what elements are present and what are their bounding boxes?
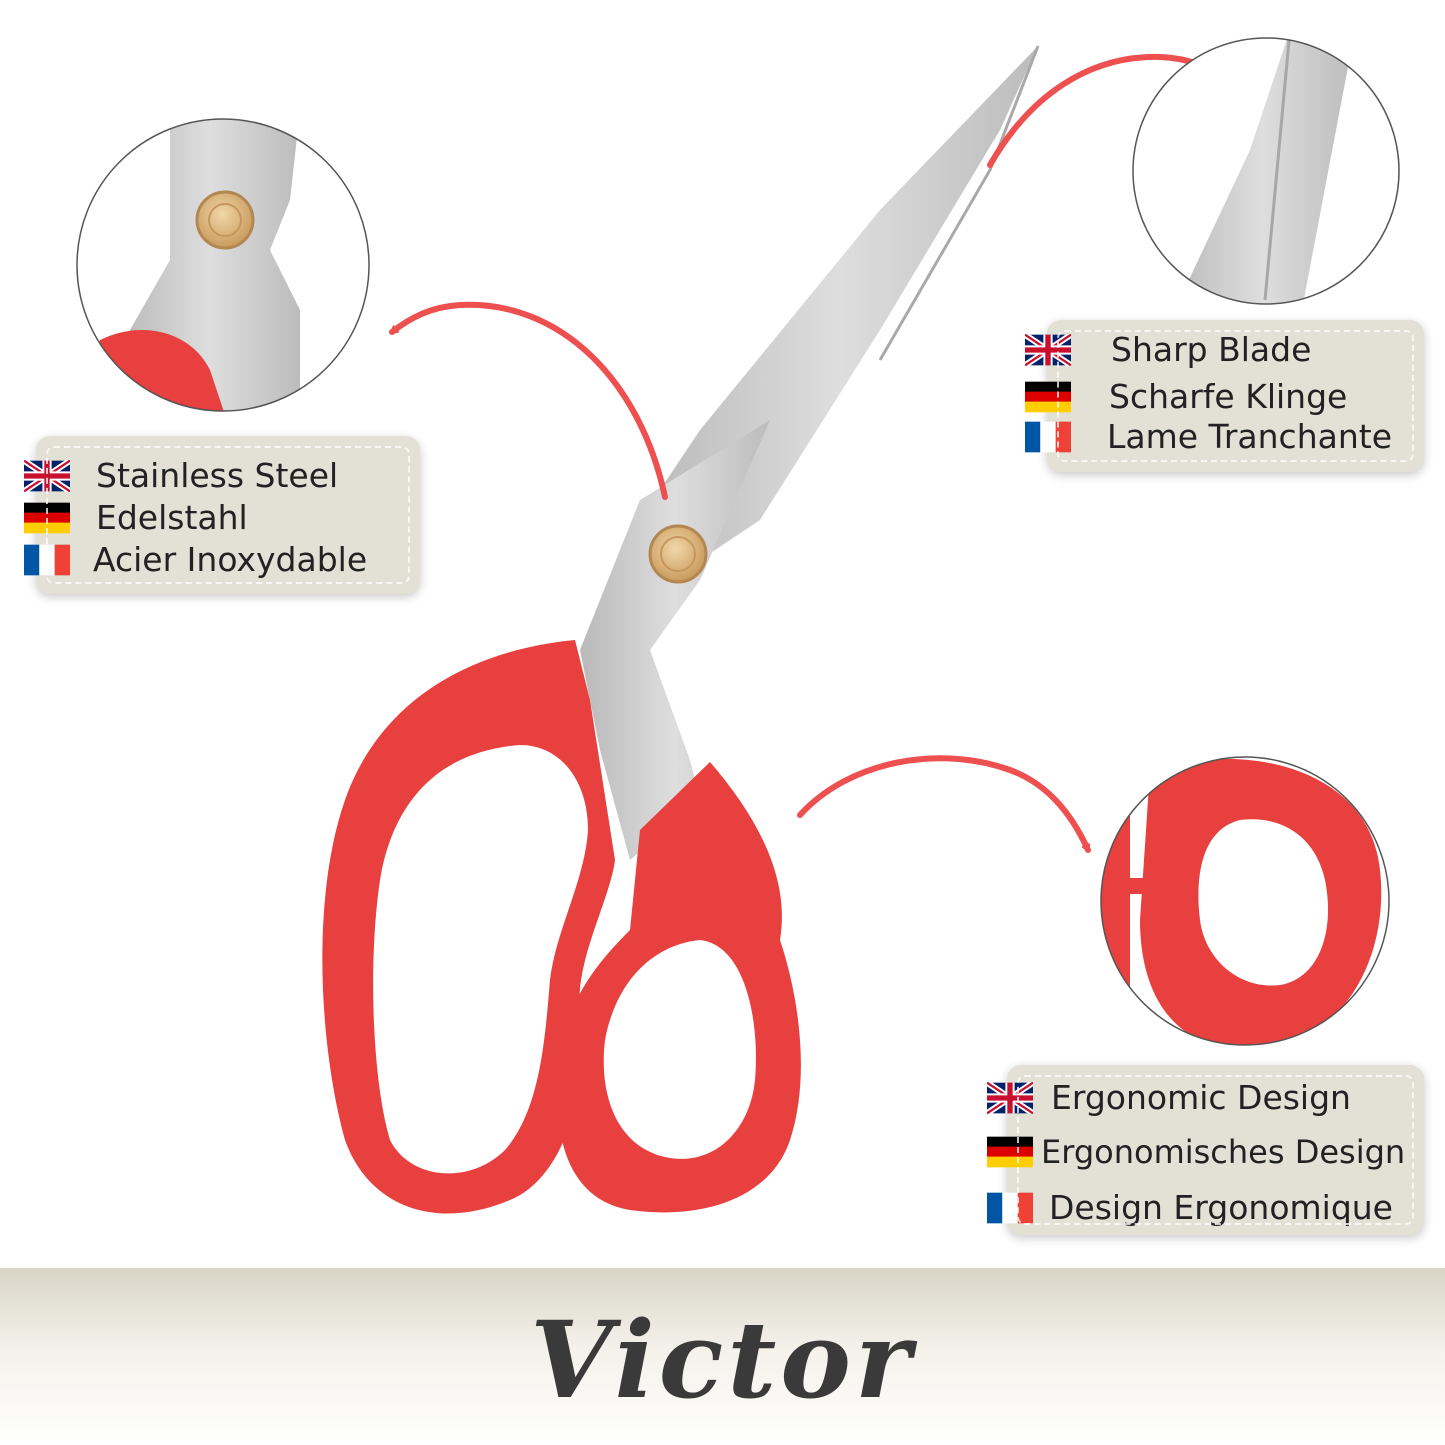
- pivot-screw: [648, 524, 708, 584]
- footer-band: [0, 1268, 1445, 1445]
- zoom-circle-pivot: [76, 118, 370, 412]
- arrow-steel: [389, 301, 668, 500]
- fr-flag-icon: [987, 1192, 1033, 1224]
- upper-blade: [640, 46, 1038, 560]
- label-en: Ergonomic Design: [1051, 1078, 1351, 1117]
- zoom-circle-handle: [1100, 756, 1390, 1046]
- uk-flag-icon: [1025, 334, 1071, 366]
- brand-logo: Victor: [530, 1297, 915, 1422]
- card-ergonomic-design: Ergonomic Design Ergonomisches Design De…: [987, 1065, 1424, 1235]
- label-fr: Lame Tranchante: [1107, 417, 1392, 456]
- label-fr: Acier Inoxydable: [93, 540, 368, 579]
- uk-flag-icon: [987, 1082, 1033, 1114]
- arrow-design: [797, 755, 1091, 853]
- label-en: Stainless Steel: [96, 456, 339, 495]
- uk-flag-icon: [24, 460, 70, 492]
- scissors: [322, 45, 1040, 1214]
- label-fr: Design Ergonomique: [1049, 1188, 1393, 1227]
- card-stainless-steel: Stainless Steel Edelstahl Acier Inoxydab…: [24, 436, 420, 594]
- de-flag-icon: [24, 502, 70, 534]
- label-en: Sharp Blade: [1111, 330, 1312, 369]
- de-flag-icon: [987, 1136, 1033, 1168]
- blade-body: [580, 420, 770, 860]
- fr-flag-icon: [1025, 421, 1071, 453]
- zoom-circle-blade: [1132, 37, 1400, 305]
- label-de: Edelstahl: [96, 498, 248, 537]
- de-flag-icon: [1025, 381, 1071, 413]
- card-sharp-blade: Sharp Blade Scharfe Klinge Lame Tranchan…: [1025, 320, 1424, 472]
- label-de: Scharfe Klinge: [1109, 377, 1348, 416]
- label-de: Ergonomisches Design: [1041, 1133, 1406, 1171]
- fr-flag-icon: [24, 544, 70, 576]
